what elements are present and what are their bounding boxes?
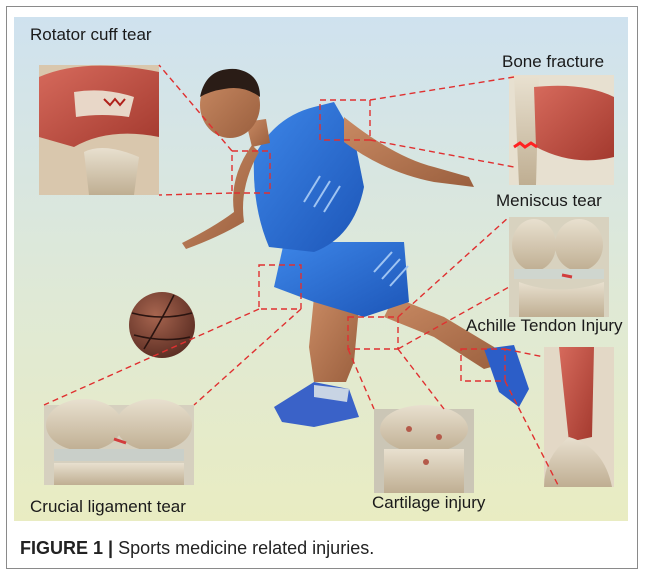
rotator-cuff-inset (39, 65, 159, 195)
figure-illustration: Rotator cuff tear Bone fracture Meniscus… (14, 17, 628, 521)
crucial-ligament-inset (44, 399, 194, 485)
label-rotator-cuff-tear: Rotator cuff tear (30, 26, 152, 43)
label-crucial-ligament-tear: Crucial ligament tear (30, 498, 186, 515)
label-bone-fracture: Bone fracture (502, 53, 604, 70)
label-meniscus-tear: Meniscus tear (496, 192, 602, 209)
label-cartilage-injury: Cartilage injury (372, 494, 485, 511)
cartilage-inset (374, 405, 474, 493)
meniscus-inset (509, 217, 609, 317)
achilles-inset (544, 347, 614, 487)
basketball (129, 292, 195, 358)
bone-fracture-inset (509, 75, 614, 185)
caption-text: Sports medicine related injuries. (118, 538, 374, 558)
figure-caption: FIGURE 1 | Sports medicine related injur… (20, 538, 374, 559)
label-achilles-tendon-injury: Achille Tendon Injury (466, 317, 623, 334)
caption-label: FIGURE 1 | (20, 538, 113, 558)
